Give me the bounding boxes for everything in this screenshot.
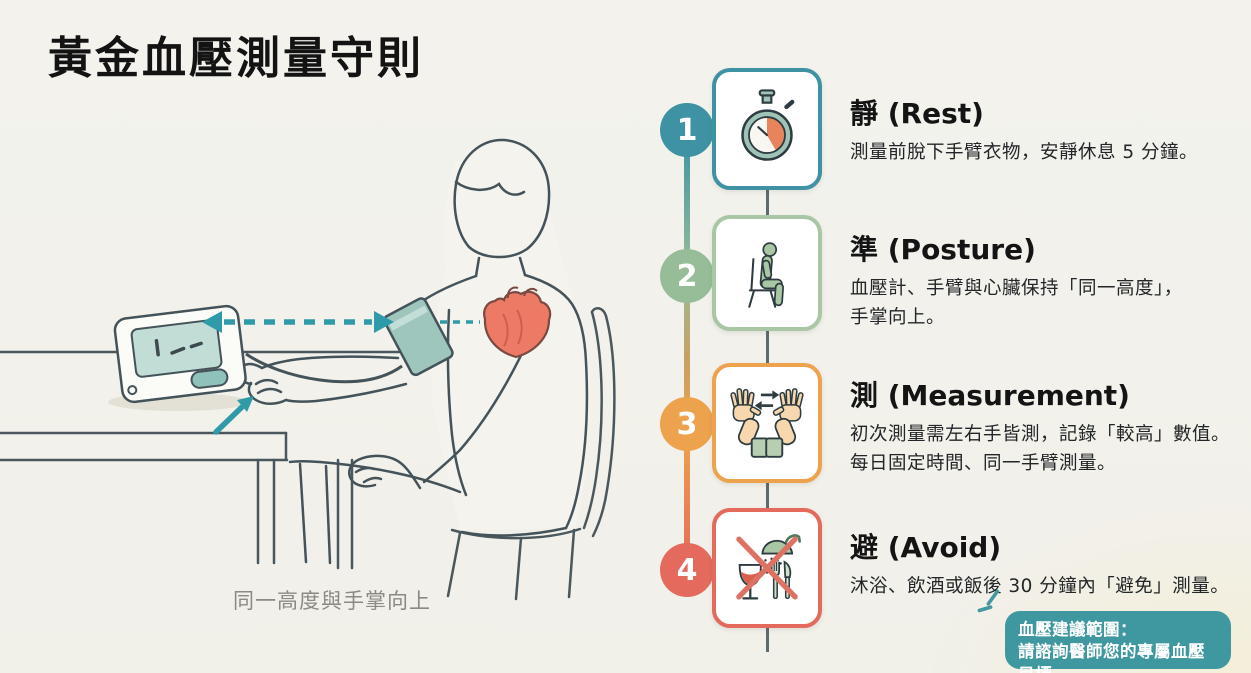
step-4-desc: 沐浴、飲酒或飯後 30 分鐘內「避免」測量。 — [850, 576, 1230, 597]
palm-up-arrow — [213, 396, 254, 435]
step-3-text: 測 (Measurement) 初次測量需左右手皆測，記錄「較高」數值。 每日固… — [850, 374, 1245, 478]
step-4-text: 避 (Avoid) 沐浴、飲酒或飯後 30 分鐘內「避免」測量。 — [850, 526, 1245, 602]
step-2-title: 準 (Posture) — [850, 233, 1036, 266]
sparkle-icon — [977, 589, 1000, 613]
step-2-icon-box — [712, 215, 822, 331]
steps-timeline — [684, 132, 690, 568]
step-3-desc-line2: 每日固定時間、同一手臂測量。 — [850, 452, 1117, 474]
step-3-icon-box — [712, 363, 822, 483]
chair — [446, 307, 616, 601]
box-connector-2 — [766, 331, 769, 363]
step-2-desc-line2: 手掌向上。 — [850, 306, 946, 328]
stopwatch-icon — [741, 89, 795, 162]
blood-pressure-monitor — [113, 304, 247, 404]
step-2-desc-line1: 血壓計、手臂與心臟保持「同一高度」， — [850, 278, 1183, 299]
step-3-title: 測 (Measurement) — [850, 379, 1130, 412]
step-1-desc: 測量前脫下手臂衣物，安靜休息 5 分鐘。 — [850, 142, 1199, 163]
bp-range-badge: 血壓建議範圍： 請諮詢醫師您的專屬血壓目標 — [1005, 611, 1231, 673]
step-1-icon-box — [712, 68, 822, 190]
step-1-number: 1 — [660, 103, 714, 157]
step-1-text: 靜 (Rest) 測量前脫下手臂衣物，安靜休息 5 分鐘。 — [850, 92, 1245, 168]
arm-cuff — [383, 297, 454, 377]
heart — [483, 286, 552, 359]
step-2-text: 準 (Posture) 血壓計、手臂與心臟保持「同一高度」， 手掌向上。 — [850, 228, 1245, 332]
bp-measurement-illustration — [0, 138, 616, 601]
step-1-title: 靜 (Rest) — [850, 97, 984, 130]
badge-line1: 血壓建議範圍： — [1018, 620, 1137, 639]
badge-line2: 請諮詢醫師您的專屬血壓目標 — [1018, 642, 1205, 673]
swap-arms-icon — [730, 387, 805, 458]
cuff-tube — [245, 352, 403, 384]
step-4-icon-box — [712, 508, 822, 628]
box-connector-4 — [766, 628, 769, 652]
step-4-number: 4 — [660, 543, 714, 597]
no-shower-alcohol-icon — [736, 534, 802, 600]
step-3-number: 3 — [660, 397, 714, 451]
same-height-arrow — [202, 311, 394, 333]
box-connector-1 — [766, 190, 769, 215]
box-connector-3 — [766, 483, 769, 508]
illustration-caption: 同一高度與手掌向上 — [233, 589, 431, 613]
step-4-title: 避 (Avoid) — [850, 531, 1002, 564]
step-3-desc-line1: 初次測量需左右手皆測，記錄「較高」數值。 — [850, 424, 1231, 445]
step-2-number: 2 — [660, 249, 714, 303]
seated-person-icon — [748, 241, 784, 308]
page-title: 黃金血壓測量守則 — [48, 33, 424, 84]
